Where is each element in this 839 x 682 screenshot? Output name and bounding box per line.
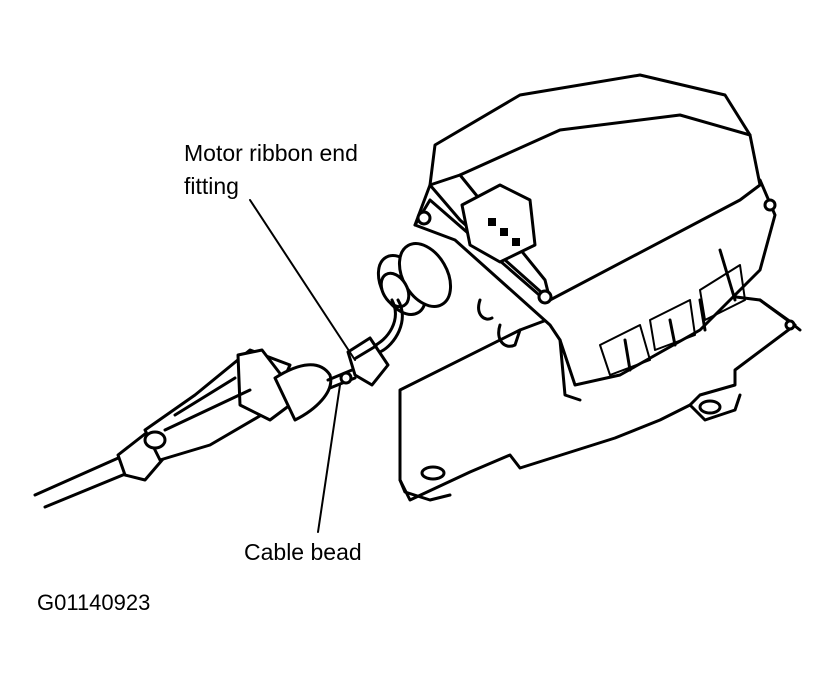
- motor-housing: [413, 73, 777, 402]
- motor-ribbon: [378, 298, 404, 354]
- motor-ribbon-label-line2: fitting: [184, 173, 239, 199]
- cable-bead: [339, 371, 353, 385]
- mounting-hole-right: [698, 399, 722, 415]
- motor-ribbon-label-line1: Motor ribbon end: [184, 140, 358, 166]
- motor-ribbon-end-fitting: [346, 336, 390, 387]
- leader-line-motor-ribbon: [249, 199, 356, 361]
- housing-screw-front: [537, 289, 553, 305]
- rubber-boot: [376, 242, 453, 316]
- figure-code: G01140923: [37, 590, 151, 615]
- housing-screw-right: [763, 198, 777, 212]
- leader-line-cable-bead: [317, 384, 341, 533]
- mounting-hole-rear: [784, 319, 796, 331]
- housing-screw-left: [416, 210, 432, 226]
- mounting-hole-left: [420, 465, 446, 481]
- throttle-cable: [33, 348, 357, 509]
- cable-bead-label: Cable bead: [244, 539, 362, 565]
